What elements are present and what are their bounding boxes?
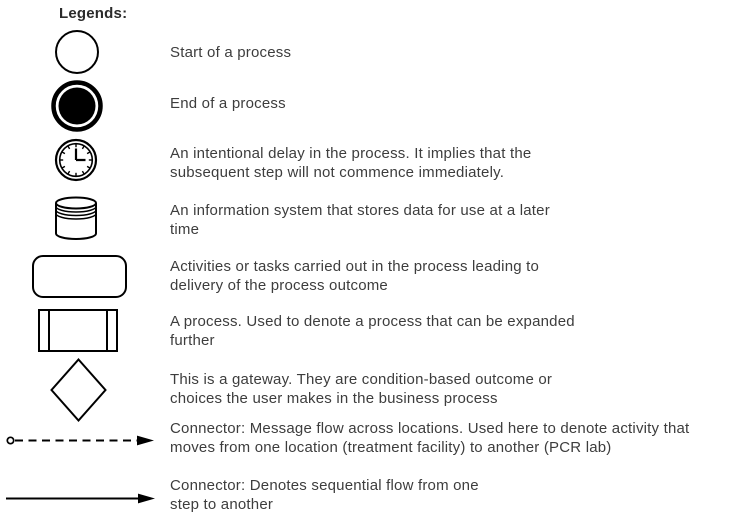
- legend-line: time: [170, 221, 200, 238]
- legend-title: Legends:: [59, 5, 128, 22]
- legend-line: Activities or tasks carried out in the p…: [170, 258, 540, 275]
- legend-line: delivery of the process outcome: [170, 277, 388, 294]
- legend-line: moves from one location (treatment facil…: [170, 439, 612, 456]
- legend-text-end: End of a process: [170, 94, 286, 113]
- delay-clock-icon: [54, 138, 98, 182]
- legend-line: An information system that stores data f…: [170, 202, 550, 219]
- legend-text-task: Activities or tasks carried out in the p…: [170, 257, 539, 295]
- legend-text-datastore: An information system that stores data f…: [170, 201, 550, 239]
- legend-text-sequence-flow: Connector: Denotes sequential flow from …: [170, 476, 479, 514]
- legend-text-delay: An intentional delay in the process. It …: [170, 144, 531, 182]
- legend-text-gateway: This is a gateway. They are condition-ba…: [170, 370, 552, 408]
- legend-line: An intentional delay in the process. It …: [170, 145, 532, 162]
- legend-line: subsequent step will not commence immedi…: [170, 164, 505, 181]
- legend-line: Start of a process: [170, 44, 292, 61]
- subprocess-right-bar: [106, 311, 108, 350]
- subprocess-rectangle-icon: [38, 309, 118, 352]
- legend-text-subprocess: A process. Used to denote a process that…: [170, 312, 575, 350]
- legend-line: choices the user makes in the business p…: [170, 390, 498, 407]
- legend-line: A process. Used to denote a process that…: [170, 313, 575, 330]
- gateway-diamond-icon: [50, 358, 107, 422]
- legend-line: This is a gateway. They are condition-ba…: [170, 371, 553, 388]
- legend-text-start: Start of a process: [170, 43, 291, 62]
- legend-line: further: [170, 332, 215, 349]
- subprocess-left-bar: [48, 311, 50, 350]
- legend-text-message-flow: Connector: Message flow across locations…: [170, 419, 689, 457]
- datastore-cylinder-icon: [54, 195, 98, 241]
- legend-line: Connector: Denotes sequential flow from …: [170, 477, 479, 494]
- start-event-icon: [54, 29, 100, 75]
- legend-line: End of a process: [170, 95, 286, 112]
- legend-line: Connector: Message flow across locations…: [170, 420, 690, 437]
- message-flow-dashed-arrow-icon: [3, 433, 158, 448]
- sequence-flow-arrow-icon: [3, 491, 158, 506]
- legend-line: step to another: [170, 496, 274, 513]
- end-event-icon: [50, 79, 104, 133]
- task-rounded-rectangle-icon: [32, 255, 127, 298]
